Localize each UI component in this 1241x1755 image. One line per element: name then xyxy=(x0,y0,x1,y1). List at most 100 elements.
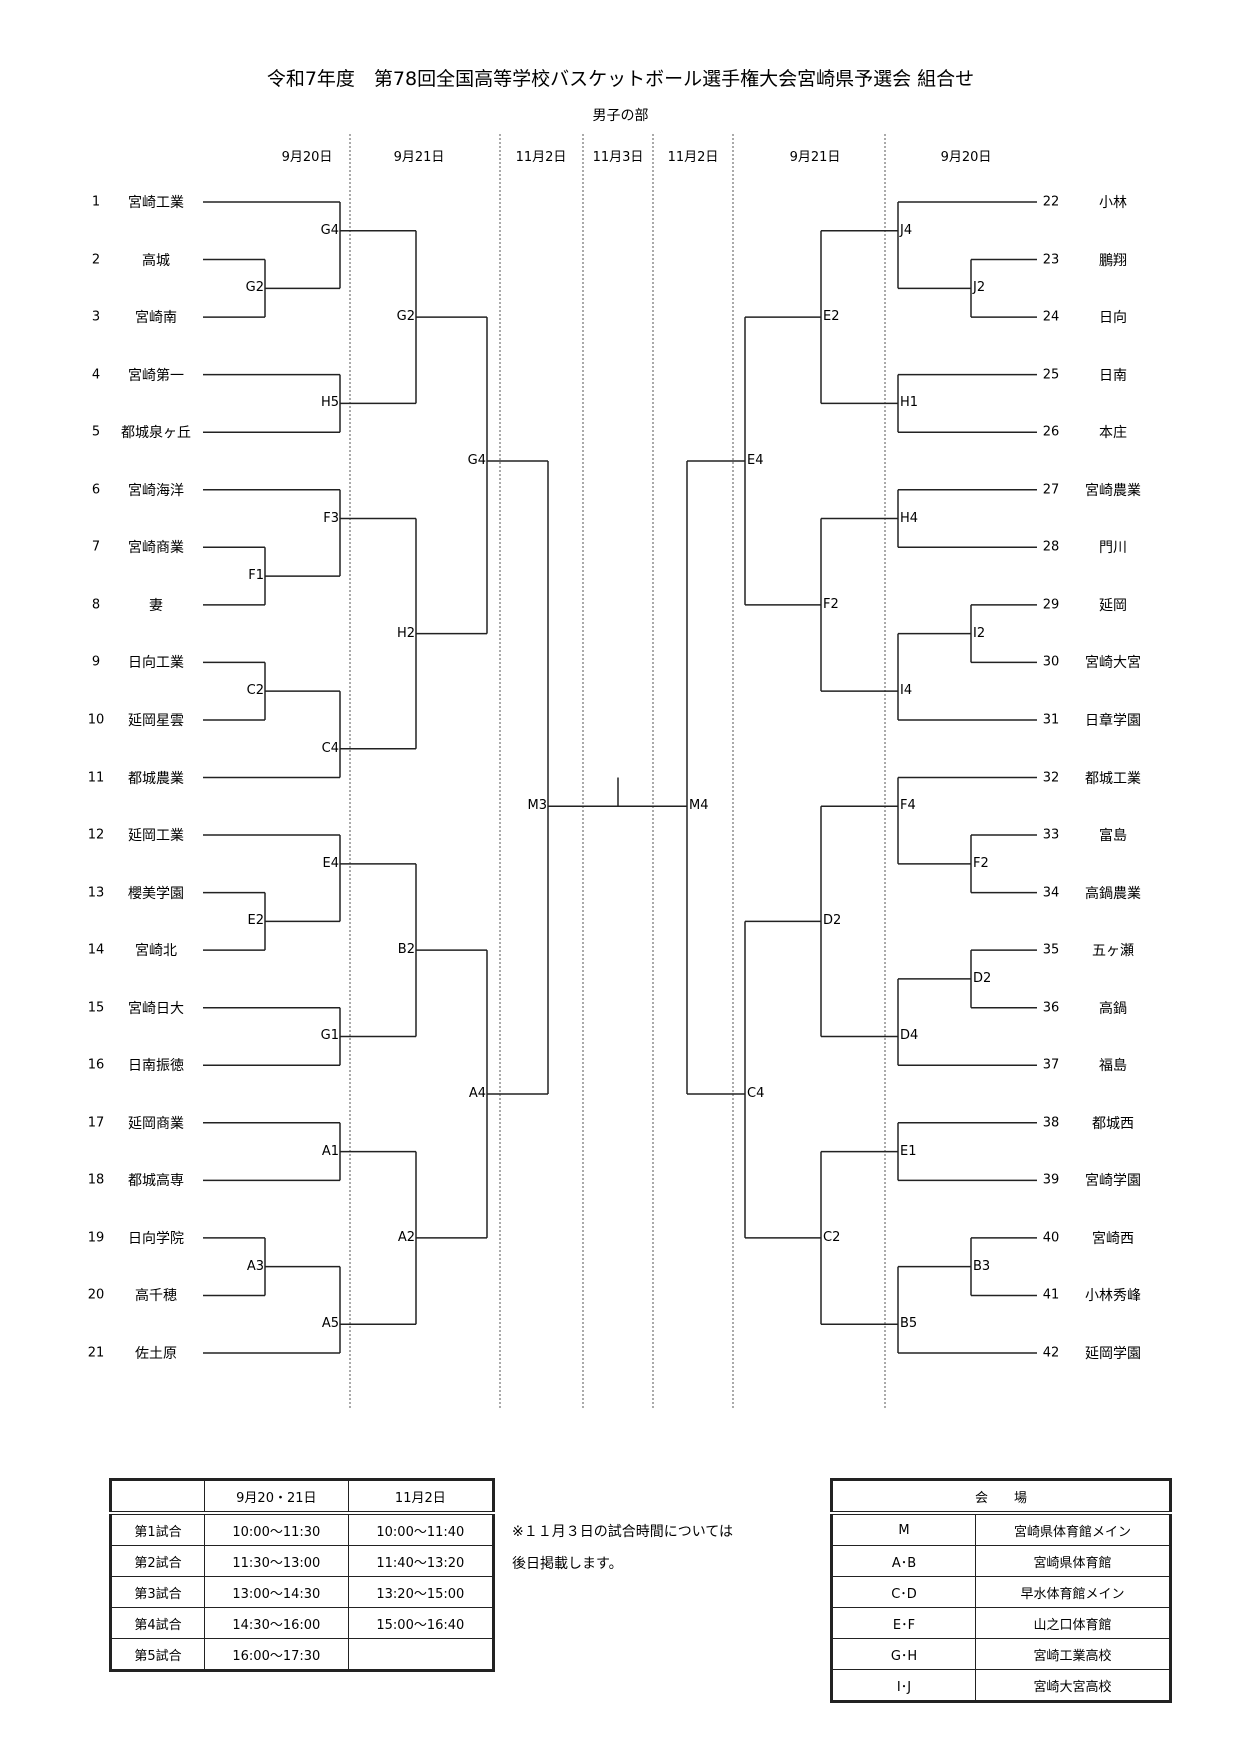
time-nov: 11:40～13:20 xyxy=(347,1545,495,1577)
team-number: 19 xyxy=(87,1230,105,1246)
time-nov: 15:00～16:40 xyxy=(347,1607,495,1639)
team-name: 高鍋農業 xyxy=(1085,885,1141,902)
match-label: H2 xyxy=(396,625,415,641)
match-label: C4 xyxy=(321,740,339,756)
team-name: 門川 xyxy=(1099,540,1127,557)
match-label: M4 xyxy=(689,798,709,814)
match-label: G2 xyxy=(396,309,415,325)
team-name: 日向 xyxy=(1099,310,1127,327)
match-label: I2 xyxy=(973,625,986,641)
date-header: 9月20日 xyxy=(281,150,333,165)
team-number: 39 xyxy=(1042,1172,1060,1188)
team-name: 高鍋 xyxy=(1099,1000,1127,1017)
team-number: 40 xyxy=(1042,1230,1060,1246)
match-label: F1 xyxy=(248,568,264,584)
match-label: A3 xyxy=(246,1258,264,1274)
team-name: 延岡星雲 xyxy=(128,712,184,729)
team-number: 36 xyxy=(1042,1000,1060,1016)
schedule-note-line2: 後日掲載します。 xyxy=(512,1556,623,1572)
game-number: 第5試合 xyxy=(110,1638,205,1671)
match-label: C4 xyxy=(747,1086,765,1102)
date-header: 11月3日 xyxy=(592,150,644,165)
venue-code: G･H xyxy=(831,1638,976,1670)
match-label: F4 xyxy=(900,798,916,814)
team-number: 25 xyxy=(1042,367,1060,383)
team-number: 8 xyxy=(91,597,101,613)
game-number: 第3試合 xyxy=(110,1576,205,1608)
match-label: C2 xyxy=(246,683,264,699)
match-label: M3 xyxy=(527,798,548,814)
match-label: C2 xyxy=(823,1229,841,1245)
team-name: 福島 xyxy=(1099,1058,1127,1075)
team-name: 高千穂 xyxy=(135,1288,177,1305)
match-label: G2 xyxy=(245,280,264,296)
team-name: 五ヶ瀬 xyxy=(1092,943,1134,960)
match-label: A5 xyxy=(321,1316,339,1332)
match-label: J2 xyxy=(973,280,986,296)
team-name: 宮崎西 xyxy=(1092,1230,1134,1247)
time-sept: 16:00～17:30 xyxy=(204,1638,349,1671)
team-name: 宮崎第一 xyxy=(128,367,184,384)
team-name: 宮崎商業 xyxy=(128,540,184,557)
team-number: 14 xyxy=(87,942,105,958)
team-name: 高城 xyxy=(142,252,170,269)
venue-code: A･B xyxy=(831,1545,976,1577)
match-label: D2 xyxy=(823,913,842,929)
team-number: 20 xyxy=(87,1287,105,1303)
team-name: 都城農業 xyxy=(128,770,184,787)
team-name: 富島 xyxy=(1099,828,1127,845)
team-number: 30 xyxy=(1042,654,1060,670)
venue-code: E･F xyxy=(831,1607,976,1639)
venue-code: M xyxy=(831,1512,976,1546)
team-number: 35 xyxy=(1042,942,1060,958)
team-number: 7 xyxy=(91,539,101,555)
team-name: 宮崎日大 xyxy=(128,1000,184,1017)
venue-name: 宮崎工業高校 xyxy=(975,1638,1171,1670)
team-number: 31 xyxy=(1042,712,1060,728)
time-nov: 10:00～11:40 xyxy=(347,1512,495,1546)
match-label: G1 xyxy=(320,1028,339,1044)
match-label: E4 xyxy=(747,452,764,468)
game-number: 第2試合 xyxy=(110,1545,205,1577)
team-name: 宮崎農業 xyxy=(1085,482,1141,499)
game-number: 第4試合 xyxy=(110,1607,205,1639)
team-number: 41 xyxy=(1042,1287,1060,1303)
team-name: 櫻美学園 xyxy=(128,885,184,902)
team-name: 宮崎北 xyxy=(135,943,177,960)
team-name: 日章学園 xyxy=(1085,712,1141,729)
team-number: 22 xyxy=(1042,194,1060,210)
team-number: 16 xyxy=(87,1057,105,1073)
match-label: D4 xyxy=(900,1028,919,1044)
schedule-header-sept: 9月20・21日 xyxy=(204,1479,349,1515)
date-header: 11月2日 xyxy=(667,150,719,165)
team-name: 都城工業 xyxy=(1085,770,1141,787)
venue-code: C･D xyxy=(831,1576,976,1608)
venue-name: 山之口体育館 xyxy=(975,1607,1171,1639)
team-number: 33 xyxy=(1042,827,1060,843)
team-number: 17 xyxy=(87,1115,105,1131)
team-number: 38 xyxy=(1042,1115,1060,1131)
team-number: 34 xyxy=(1042,885,1060,901)
team-number: 32 xyxy=(1042,770,1060,785)
time-nov xyxy=(347,1638,495,1671)
team-number: 21 xyxy=(87,1345,105,1361)
team-name: 延岡学園 xyxy=(1085,1346,1141,1362)
division-subtitle: 男子の部 xyxy=(592,108,649,124)
match-label: B2 xyxy=(397,942,415,958)
match-label: G4 xyxy=(320,222,339,238)
venue-header: 会 場 xyxy=(831,1479,1171,1515)
match-label: E1 xyxy=(900,1143,917,1159)
team-name: 佐土原 xyxy=(135,1346,177,1362)
team-name: 延岡 xyxy=(1099,597,1127,614)
match-label: A2 xyxy=(397,1229,415,1245)
team-number: 29 xyxy=(1042,597,1060,613)
schedule-note-line1: ※１１月３日の試合時間については xyxy=(512,1524,734,1540)
date-header: 9月20日 xyxy=(940,150,992,165)
team-name: 日南振徳 xyxy=(128,1058,184,1075)
